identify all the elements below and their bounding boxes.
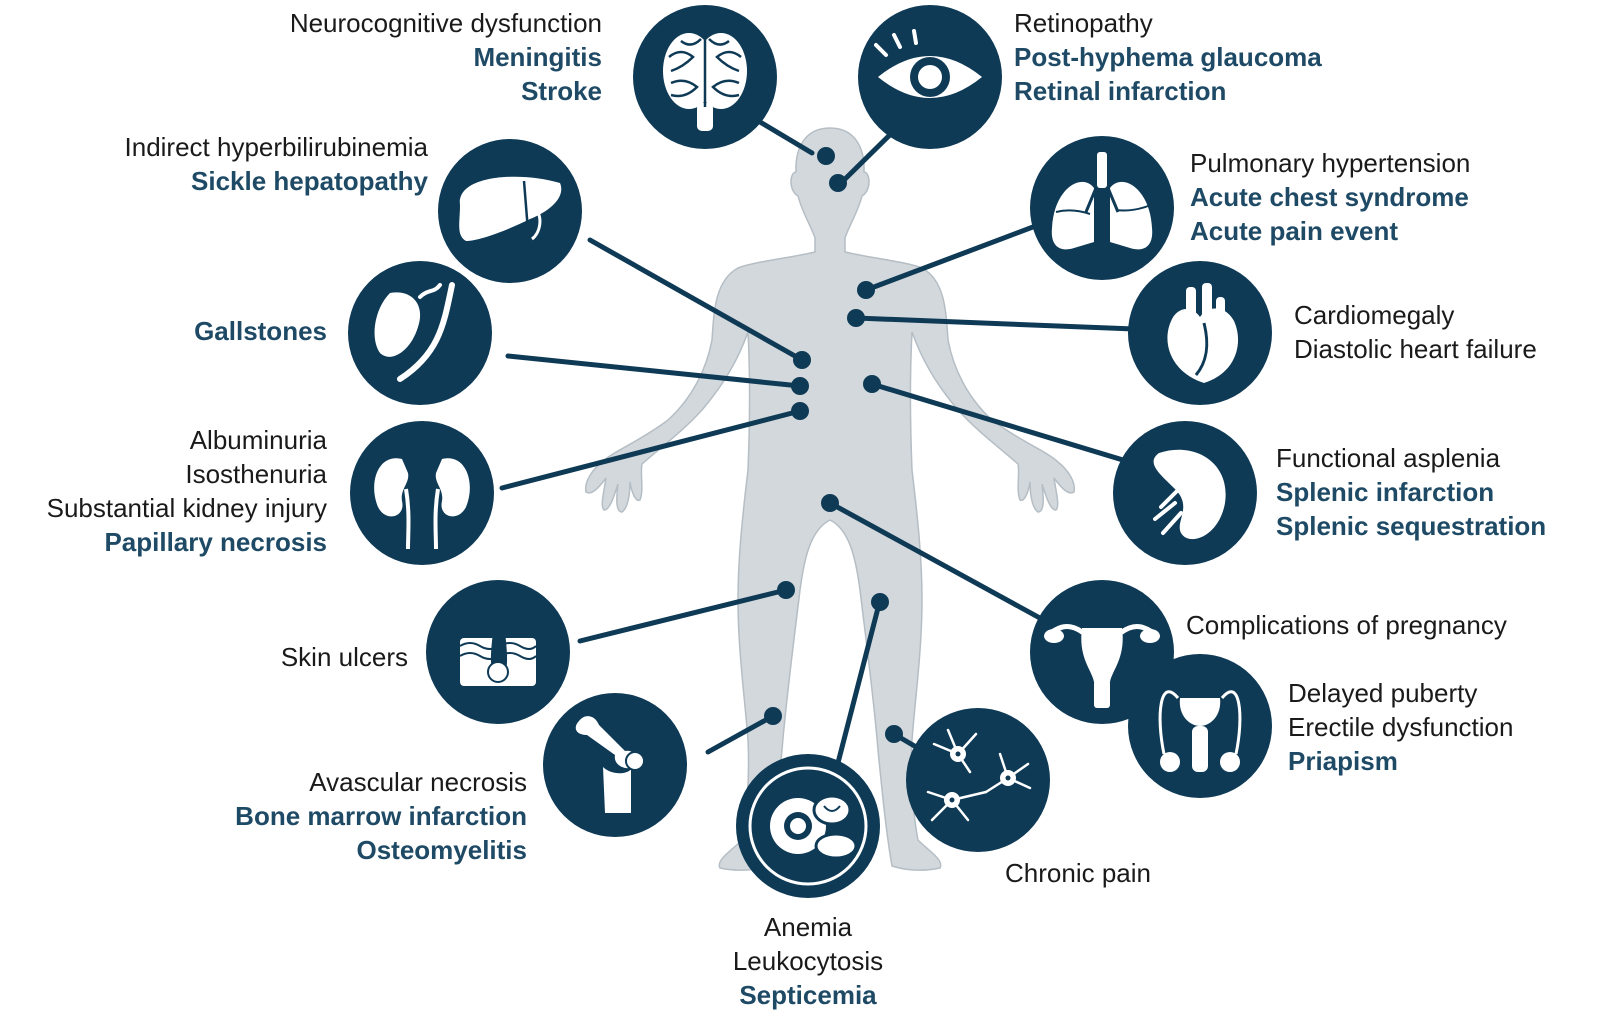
brain-acute-finding: Stroke: [290, 74, 602, 108]
label-liver: Indirect hyperbilirubinemia Sickle hepat…: [125, 130, 428, 198]
kidney-finding: Isosthenuria: [47, 457, 327, 491]
kidney-acute-finding: Papillary necrosis: [47, 525, 327, 559]
knee-joint-icon: [543, 693, 687, 837]
eye-icon: [858, 5, 1002, 149]
spleen-acute-finding: Splenic sequestration: [1276, 509, 1546, 543]
lungs-icon: [1030, 136, 1174, 280]
bone-acute-finding: Osteomyelitis: [235, 833, 527, 867]
liver-icon: [438, 139, 582, 283]
heart-icon: [1128, 261, 1272, 405]
heart-finding: Diastolic heart failure: [1294, 332, 1537, 366]
liver-finding: Indirect hyperbilirubinemia: [125, 130, 428, 164]
label-blood: Anemia Leukocytosis Septicemia: [708, 910, 908, 1012]
brain-acute-finding: Meningitis: [290, 40, 602, 74]
label-male-reproductive: Delayed puberty Erectile dysfunction Pri…: [1288, 676, 1513, 778]
blood-acute-finding: Septicemia: [708, 978, 908, 1012]
label-uterus: Complications of pregnancy: [1186, 608, 1507, 642]
blood-finding: Anemia: [708, 910, 908, 944]
label-nerve: Chronic pain: [1005, 856, 1151, 890]
skin-finding: Skin ulcers: [281, 640, 408, 674]
label-skin: Skin ulcers: [281, 640, 408, 674]
bone-acute-finding: Bone marrow infarction: [235, 799, 527, 833]
spleen-icon: [1113, 421, 1257, 565]
gallbladder-icon: [348, 261, 492, 405]
blood-finding: Leukocytosis: [708, 944, 908, 978]
heart-finding: Cardiomegaly: [1294, 298, 1537, 332]
label-knee: Avascular necrosis Bone marrow infarctio…: [235, 765, 527, 867]
lungs-acute-finding: Acute chest syndrome: [1190, 180, 1470, 214]
uterus-finding: Complications of pregnancy: [1186, 608, 1507, 642]
bone-finding: Avascular necrosis: [235, 765, 527, 799]
eye-acute-finding: Post-hyphema glaucoma: [1014, 40, 1322, 74]
lungs-finding: Pulmonary hypertension: [1190, 146, 1470, 180]
skin-icon: [426, 580, 570, 724]
label-brain: Neurocognitive dysfunction Meningitis St…: [290, 6, 602, 108]
lungs-acute-finding: Acute pain event: [1190, 214, 1470, 248]
male-reproductive-finding: Delayed puberty: [1288, 676, 1513, 710]
nerve-finding: Chronic pain: [1005, 856, 1151, 890]
brain-finding: Neurocognitive dysfunction: [290, 6, 602, 40]
label-eye: Retinopathy Post-hyphema glaucoma Retina…: [1014, 6, 1322, 108]
eye-finding: Retinopathy: [1014, 6, 1322, 40]
liver-acute-finding: Sickle hepatopathy: [125, 164, 428, 198]
kidney-finding: Substantial kidney injury: [47, 491, 327, 525]
kidney-icon: [350, 421, 494, 565]
neuron-icon: [906, 708, 1050, 852]
gallbladder-acute-finding: Gallstones: [194, 314, 327, 348]
kidney-finding: Albuminuria: [47, 423, 327, 457]
eye-acute-finding: Retinal infarction: [1014, 74, 1322, 108]
male-reproductive-acute-finding: Priapism: [1288, 744, 1513, 778]
label-lungs: Pulmonary hypertension Acute chest syndr…: [1190, 146, 1470, 248]
male-reproductive-finding: Erectile dysfunction: [1288, 710, 1513, 744]
male-reproductive-icon: [1128, 654, 1272, 798]
label-heart: Cardiomegaly Diastolic heart failure: [1294, 298, 1537, 366]
spleen-acute-finding: Splenic infarction: [1276, 475, 1546, 509]
label-kidney: Albuminuria Isosthenuria Substantial kid…: [47, 423, 327, 559]
label-spleen: Functional asplenia Splenic infarction S…: [1276, 441, 1546, 543]
label-gallbladder: Gallstones: [194, 314, 327, 348]
spleen-finding: Functional asplenia: [1276, 441, 1546, 475]
blood-cells-icon: [736, 754, 880, 898]
brain-icon: [633, 5, 777, 149]
